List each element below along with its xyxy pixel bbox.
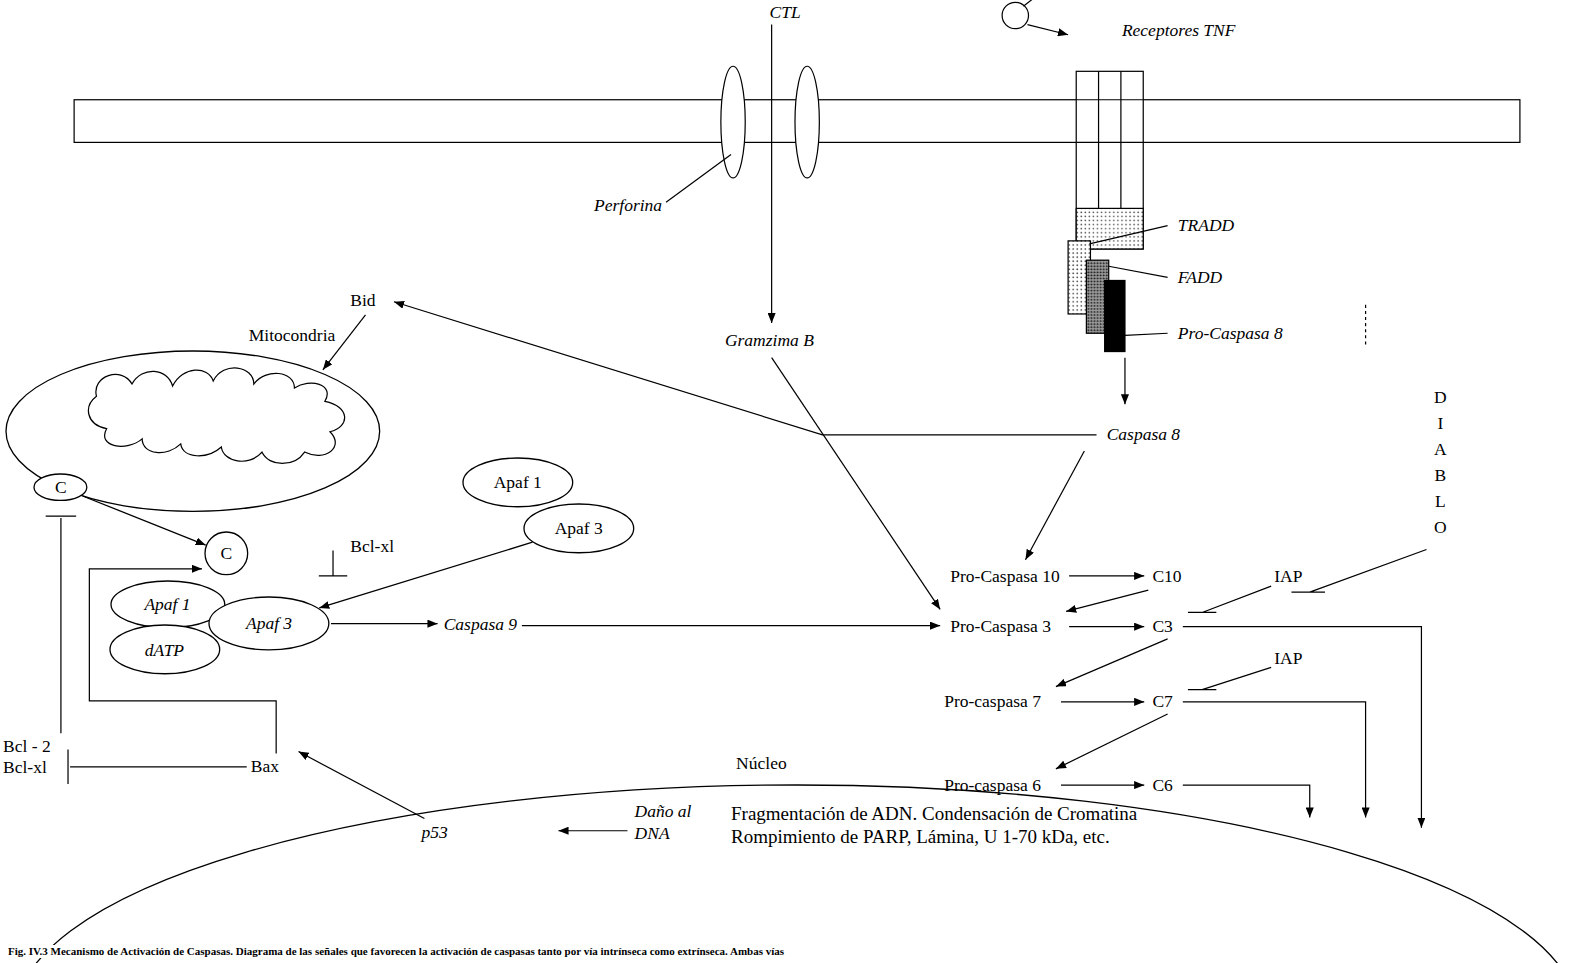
protein-ellipse: Apaf 1: [462, 457, 574, 508]
inhibition-bar: [1188, 586, 1271, 612]
node-ellipse: [524, 504, 634, 553]
caspase-label: C7: [1152, 691, 1172, 711]
adaptor-label: TRADD: [1178, 215, 1234, 235]
node-label: C: [221, 543, 233, 563]
granzyme-entry-arrow: [771, 25, 772, 324]
node-ellipse: [16, 785, 1578, 963]
node-ellipse: [110, 625, 220, 674]
figure-caption: Fig. IV.3 Mecanismo de Activación de Cas…: [6, 945, 786, 958]
mitochondrion-ellipse: MitocondriaC: [5, 350, 381, 512]
procaspase-block: [1105, 280, 1125, 351]
caspase-label: C6: [1152, 775, 1172, 795]
tnf-ligand: [1002, 2, 1028, 28]
perforin-pore: [721, 66, 745, 178]
connector-arrow: [83, 496, 206, 545]
activation-arrow: [1025, 451, 1084, 560]
node-ellipse: [463, 458, 573, 507]
perforin-pore: [795, 66, 819, 178]
protein-label: Bcl-xl: [3, 757, 47, 777]
procaspase-label: Pro-Caspasa 10: [950, 566, 1059, 586]
node-label: Apaf 3: [246, 613, 292, 633]
damage-arrow: [558, 830, 627, 831]
protein-label: Bcl-xl: [350, 536, 394, 556]
adaptor-label: FADD: [1178, 267, 1222, 287]
node-ellipse: [111, 581, 225, 628]
protein-ellipse: Apaf 1: [110, 580, 226, 629]
inhibitor-label: IAP: [1274, 566, 1302, 586]
node-ellipse: [34, 474, 87, 500]
caspase-label: Caspasa 9: [444, 614, 517, 634]
activation-arrow: [1061, 784, 1144, 785]
protein-label: p53: [421, 822, 447, 842]
receptor-label: Receptores TNF: [1122, 20, 1236, 40]
bax-arrow: [89, 569, 276, 754]
region-text: Fragmentación de ADN. Condensación de Cr…: [731, 802, 1185, 848]
p53-arrow: [299, 752, 425, 819]
activation-arrow: [522, 625, 940, 626]
activation-arrow: [1066, 590, 1148, 611]
activation-arrow: [1056, 639, 1168, 687]
protein-label: Bcl - 2: [3, 736, 51, 756]
nucleus-ellipse: NúcleoFragmentación de ADN. Condensación…: [15, 784, 1579, 963]
receptor-divisions: [1076, 71, 1143, 249]
protein-label: Bax: [251, 756, 279, 776]
inhibition-bar: [319, 551, 347, 576]
effector-arrow: [1183, 627, 1422, 828]
protein-label: Bid: [350, 290, 375, 310]
node-label: Apaf 1: [494, 472, 542, 492]
protein-ellipse: Apaf 3: [523, 503, 635, 554]
procaspase-label: Pro-caspasa 7: [944, 691, 1041, 711]
node-label: Apaf 3: [555, 518, 603, 538]
caspase-label: Caspasa 8: [1107, 424, 1180, 444]
leader-line: [1109, 266, 1168, 277]
inhibition-bar: [68, 750, 247, 785]
region-heading: Mitocondria: [249, 325, 336, 345]
cytochrome-c-ellipse: C: [33, 473, 88, 501]
node-ellipse: [205, 532, 248, 575]
activation-arrow: [331, 623, 438, 624]
inhibition-bar: [1188, 667, 1271, 689]
region-heading: Núcleo: [736, 753, 787, 773]
effector-arrow: [1183, 702, 1366, 818]
activation-arrow: [772, 358, 941, 610]
procaspase-label: Pro-Caspasa 3: [950, 616, 1051, 636]
inhibition-bar: [1291, 550, 1426, 593]
caspase-label: C3: [1152, 616, 1172, 636]
protein-ellipse: Apaf 3: [208, 596, 330, 651]
inhibition-bar: [46, 516, 76, 733]
node-ellipse: [6, 351, 380, 511]
leader-line: [666, 155, 731, 203]
event-label: Daño al DNA: [635, 800, 698, 844]
caspase-label: Pro-Caspasa 8: [1178, 323, 1283, 343]
effector-arrow: [1183, 785, 1310, 817]
caspase-label: C10: [1152, 566, 1181, 586]
activation-arrow: [1056, 714, 1168, 769]
cofactor-ellipse: dATP: [109, 624, 221, 675]
stray-mark: [1365, 305, 1366, 346]
node-label: dATP: [145, 640, 184, 660]
leader-line: [1089, 226, 1167, 244]
vertical-label: DIABLO: [1432, 384, 1450, 540]
cell-label: CTL: [770, 2, 801, 22]
mitochondrial-cristae: [88, 368, 344, 464]
activation-arrow: [1124, 358, 1125, 405]
activation-arrow: [1069, 575, 1144, 576]
bid-cleavage-arrow: [394, 302, 1097, 435]
node-ellipse: [209, 597, 329, 650]
activation-arrow: [1069, 626, 1144, 627]
inhibitor-label: IAP: [1274, 648, 1302, 668]
cytochrome-c-ellipse: C: [204, 531, 249, 576]
protease-label: Gramzima B: [725, 330, 814, 350]
activation-arrow: [1061, 701, 1144, 702]
node-label: C: [55, 477, 67, 497]
ligand-mark: [1023, 0, 1033, 6]
ligand-arrow: [1027, 25, 1068, 35]
procaspase-label: Pro-caspasa 6: [944, 775, 1041, 795]
leader-line: [1125, 333, 1168, 335]
tnf-receptor: [1076, 71, 1143, 249]
protein-label: Perforina: [594, 195, 662, 215]
node-label: Apaf 1: [144, 594, 190, 614]
